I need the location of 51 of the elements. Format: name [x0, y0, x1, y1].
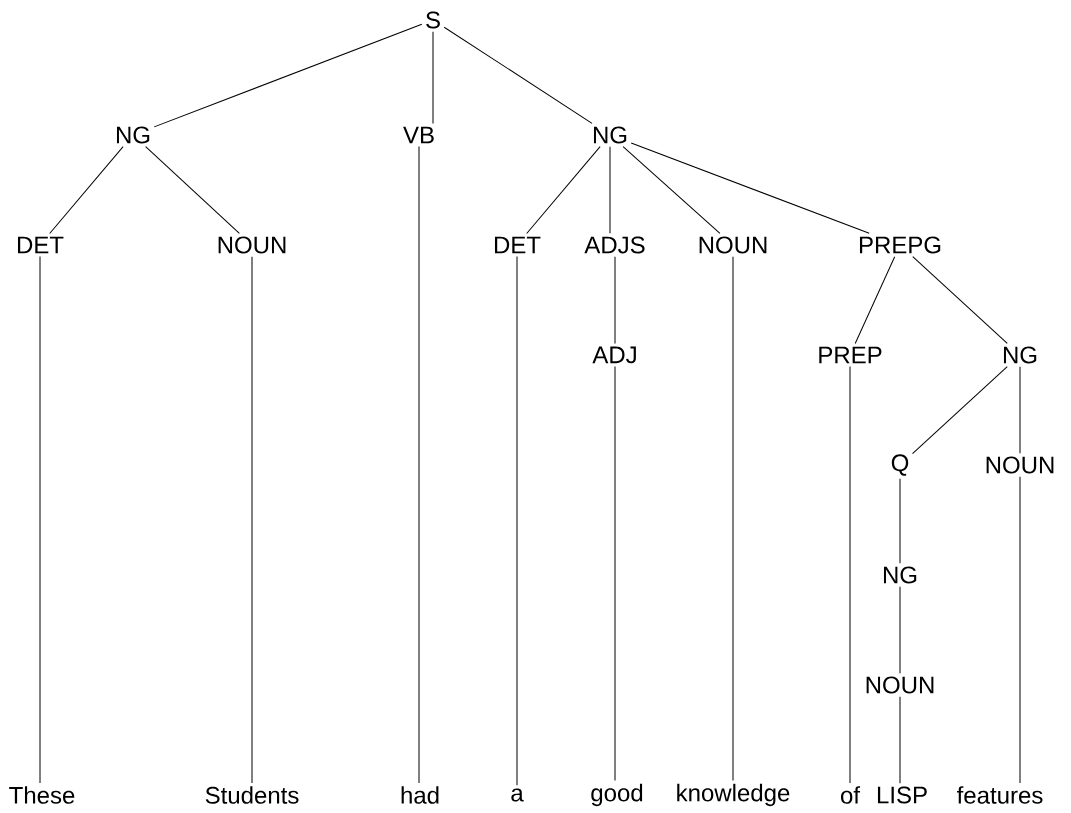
- tree-branch: [49, 146, 124, 235]
- category-label: DET: [495, 236, 541, 254]
- category-label: PREP: [819, 346, 882, 364]
- category-label: Q: [891, 454, 909, 476]
- tree-branch: [630, 142, 870, 234]
- tree-branch: [251, 256, 253, 784]
- tree-branch: [849, 365, 851, 784]
- category-label: DET: [18, 236, 64, 254]
- category-label: ADJS: [584, 236, 645, 254]
- tree-branch: [1019, 366, 1021, 454]
- tree-branch: [145, 146, 240, 234]
- tree-branch: [854, 256, 896, 345]
- tree-branch: [622, 146, 721, 234]
- tree-branch: [614, 256, 616, 344]
- tree-branch: [609, 146, 611, 234]
- word: a: [511, 788, 524, 802]
- category-label: NG: [594, 126, 627, 144]
- word: good: [591, 783, 643, 807]
- tree-branch: [912, 256, 1008, 344]
- tree-branch: [153, 23, 423, 128]
- category-label: S: [426, 11, 440, 29]
- word: knowledge: [677, 783, 790, 807]
- tree-branch: [39, 255, 41, 784]
- category-label: PREPG: [859, 236, 941, 254]
- category-label: NOUN: [699, 236, 767, 254]
- tree-branch: [912, 366, 1008, 454]
- category-label: NOUN: [986, 456, 1054, 474]
- category-label: NG: [117, 126, 150, 144]
- tree-branch: [899, 586, 901, 674]
- tree-branch: [899, 478, 901, 564]
- word: These: [9, 786, 75, 804]
- category-label: NG: [884, 566, 917, 584]
- category-label: ADJ: [592, 346, 636, 364]
- category-label: NOUN: [866, 676, 934, 694]
- category-label: VB: [403, 126, 434, 144]
- tree-branch: [526, 146, 601, 235]
- category-label: NOUN: [218, 236, 286, 254]
- tree-branch: [899, 696, 901, 784]
- tree-branch: [732, 256, 734, 782]
- word: features: [957, 786, 1043, 804]
- word: LISP: [877, 786, 927, 804]
- tree-branch: [418, 145, 420, 784]
- tree-branch: [614, 366, 616, 782]
- tree-branch: [516, 255, 518, 786]
- word: had: [401, 786, 439, 804]
- tree-branch: [432, 31, 434, 125]
- tree-branch: [443, 26, 593, 124]
- word: of: [841, 786, 861, 804]
- tree-branch: [1019, 476, 1021, 784]
- category-label: NG: [1004, 346, 1037, 364]
- word: Students: [205, 786, 299, 804]
